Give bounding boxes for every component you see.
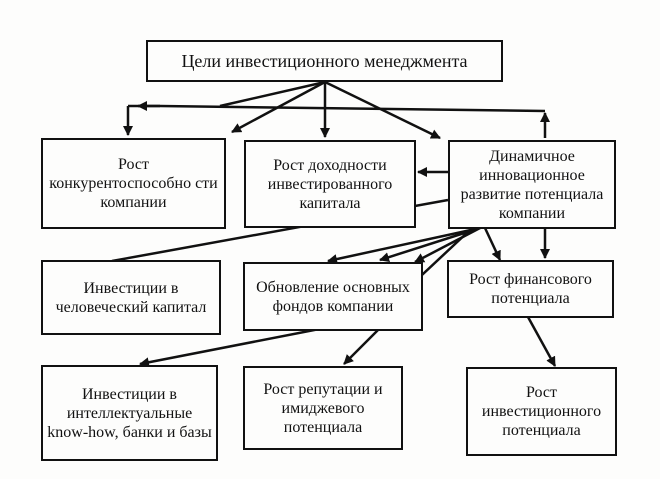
reputation-box: Рост репутации и имиджевого потенциала [243,366,403,450]
investment-potential-label: Рост инвестиционного потенциала [481,384,602,439]
edge-line [483,227,502,261]
intellectual-investment-box: Инвестиции в интеллектуальные know-how, … [41,365,218,461]
dynamic-development-label: Динамичное инновационное развитие потенц… [460,147,604,222]
reputation-label: Рост репутации и имиджевого потенциала [263,380,383,436]
competitiveness-label: Рост конкурентоспособно сти компании [49,156,218,211]
edge-line [219,80,326,108]
human-capital-label: Инвестиции в человеческий капитал [55,279,207,316]
profitability-label: Рост доходности инвестированного капитал… [267,156,393,212]
edge-line [159,104,546,113]
competitiveness-box: Рост конкурентоспособно сти компании [41,138,226,229]
edge-line [343,329,379,365]
financial-potential-label: Рост финансового потенциала [469,271,592,307]
profitability-box: Рост доходности инвестированного капитал… [244,140,416,228]
edge-line [379,226,481,263]
edge-line [526,316,557,367]
fixed-assets-box: Обновление основных фондов компании [243,262,423,331]
fixed-assets-label: Обновление основных фондов компании [256,278,410,315]
intellectual-investment-label: Инвестиции в интеллектуальные know-how, … [47,385,212,441]
investment-potential-box: Рост инвестиционного потенциала [466,367,617,456]
financial-potential-box: Рост финансового потенциала [447,260,614,318]
dynamic-development-box: Динамичное инновационное развитие потенц… [448,140,616,229]
edge-line [327,226,481,264]
edge-line [414,226,481,264]
human-capital-box: Инвестиции в человеческий капитал [41,260,221,335]
goals-label: Цели инвестиционного менеджмента [181,50,468,71]
goals-box: Цели инвестиционного менеджмента [146,40,503,82]
